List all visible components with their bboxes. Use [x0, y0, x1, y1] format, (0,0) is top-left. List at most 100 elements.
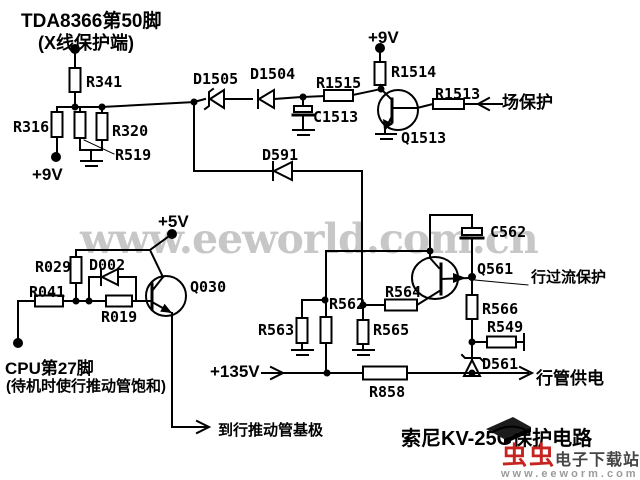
ref-c1513: C1513: [313, 108, 359, 126]
capacitor-c1513-plate: [293, 105, 313, 113]
q561-stage: [325, 214, 529, 377]
ic-pin-label: TDA8366第50脚: [21, 11, 162, 32]
transistor-collector-wire: [150, 275, 165, 293]
transistor-q1513-body: [377, 89, 419, 131]
ref-r565: R565: [373, 321, 410, 339]
ref-r320: R320: [112, 122, 149, 140]
ref-q030: Q030: [190, 278, 227, 296]
emitter-arrow: [453, 273, 466, 283]
transistor-base-wire: [379, 87, 394, 102]
net-5v: +5V: [158, 212, 189, 231]
ref-r019: R019: [101, 308, 138, 326]
terminal-dot: [51, 152, 61, 162]
junction-dot: [323, 369, 331, 377]
ground-symbol: [292, 129, 315, 136]
wire: [148, 232, 174, 279]
transistor-q030-body: [145, 275, 187, 317]
resistor-r341-body: [68, 67, 82, 93]
resistor-r563-body: [295, 317, 309, 344]
resistor-r549-body: [486, 335, 517, 349]
resistor-r564-body: [384, 298, 418, 312]
wire: [351, 87, 383, 97]
top-signal-run: [100, 87, 383, 136]
xray-input-network: [50, 44, 115, 167]
resistor-r320-body: [95, 112, 109, 141]
ref-r858: R858: [369, 383, 406, 401]
io-field-protect: 场保护: [502, 93, 553, 112]
diode-d1504-triangle: [257, 88, 275, 110]
wire: [192, 97, 207, 104]
arrow-to-driver-base: [195, 419, 212, 435]
resistor-r562-body: [319, 316, 333, 344]
resistor-r1514-body: [373, 61, 387, 86]
ref-r316: R316: [13, 118, 50, 136]
logo-site-url: www.eeworm.com: [501, 468, 639, 480]
io-line-supply: 行管供电: [536, 369, 604, 388]
wire: [100, 100, 196, 109]
net-9v-top: +9V: [368, 28, 399, 47]
cpu-pin-note: (待机时使行推动管饱和): [6, 378, 166, 395]
capacitor-c562-plate: [461, 227, 483, 236]
ref-r549: R549: [487, 318, 524, 336]
wire: [301, 94, 326, 99]
q030-stage: [13, 229, 212, 435]
wire: [415, 102, 435, 110]
diode-d1505-triangle: [208, 88, 225, 110]
resistor-r858-body: [362, 365, 408, 381]
ref-c562: C562: [490, 223, 527, 241]
cpu-pin-label: CPU第27脚: [5, 359, 94, 378]
transistor-base-wire: [415, 288, 443, 307]
arrow-field-protect: [475, 96, 491, 112]
junction-dot: [468, 369, 476, 377]
ref-d1505: D1505: [193, 70, 239, 88]
arrow-135v-in: [269, 365, 286, 381]
supply-rail: [261, 365, 535, 381]
ref-d591: D591: [262, 146, 299, 164]
arrow-line-supply: [518, 365, 535, 381]
ref-d002: D002: [89, 256, 126, 274]
io-to-driver-base: 到行推动管基极: [218, 422, 324, 439]
ground-symbol: [352, 349, 375, 356]
net-9v-left: +9V: [32, 165, 63, 184]
resistor-r029-body: [69, 256, 83, 284]
ref-q561: Q561: [477, 260, 514, 278]
emitter-arrow: [160, 303, 172, 313]
resistor-r316-body: [50, 111, 64, 138]
ref-r341: R341: [86, 73, 123, 91]
resistor-r565-body: [356, 319, 370, 345]
resistor-r519-body: [73, 111, 87, 139]
emitter-arrow: [383, 119, 393, 130]
ref-d1504: D1504: [250, 65, 296, 83]
transistor-collector-wire: [428, 256, 441, 270]
ref-r564: R564: [385, 283, 422, 301]
ref-r563: R563: [258, 321, 295, 339]
ref-r566: R566: [482, 300, 519, 318]
net-135v: +135V: [210, 362, 260, 381]
ref-r519: R519: [115, 146, 152, 164]
callout-line: [474, 279, 529, 286]
io-line-overcurrent: 行过流保护: [531, 269, 607, 286]
ic-pin-note: (X线保护端): [38, 33, 134, 53]
logo-site-name: 电子下载站: [555, 452, 640, 469]
ground-symbol: [80, 160, 103, 167]
ref-r562: R562: [329, 295, 366, 313]
ref-r041: R041: [29, 283, 66, 301]
ground-symbol: [291, 349, 314, 356]
bias-divider: [291, 296, 418, 374]
diagram-title: 索尼KV-25G保护电路: [401, 428, 593, 450]
ref-r1515: R1515: [316, 74, 362, 92]
d591-link: [193, 101, 363, 306]
ref-r1513: R1513: [435, 85, 481, 103]
ground-symbol: [375, 133, 397, 140]
resistor-r566-body: [465, 294, 479, 320]
leader-line: [83, 139, 115, 155]
junction-dot: [71, 103, 79, 111]
logo-brand-text: 虫虫: [502, 442, 557, 470]
q1513-stage: [373, 43, 503, 140]
ref-d561: D561: [482, 355, 519, 373]
ref-r1514: R1514: [391, 63, 437, 81]
diode-d561-cathode-bar: [460, 353, 485, 363]
diode-d591-triangle: [271, 160, 293, 182]
